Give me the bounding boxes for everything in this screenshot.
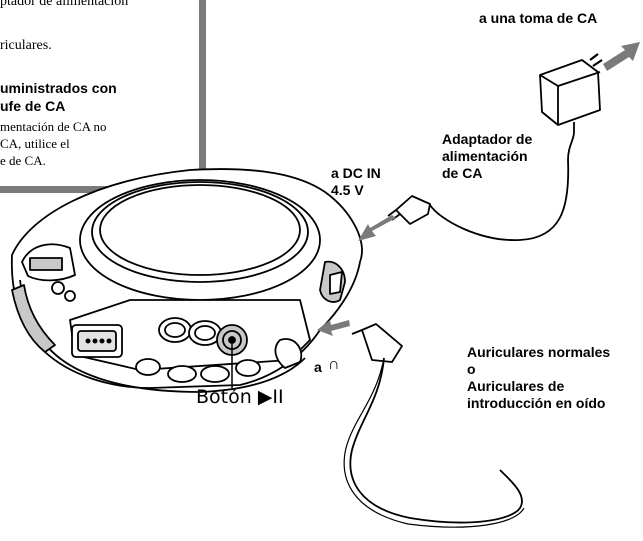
text-line-5: e de CA. [0,153,46,168]
text-line-1: ptador de alimentación [0,0,129,9]
text-heading-2: ufe de CA [0,98,66,114]
play-button-label: Botón ▶II [196,386,284,408]
dc-in-label-line-1: a DC IN [331,165,381,181]
headphones-label-line-3: Auriculares de [467,378,565,394]
headphones-label-line-1: Auriculares normales [467,344,611,360]
headphone-jack-label: a [314,359,322,375]
arrow-to-wall-outlet [603,42,640,71]
text-line-3: mentación de CA no [0,119,107,134]
wall-outlet-label: a una toma de CA [479,10,598,26]
ac-adapter [387,53,603,241]
arrow-to-dc-in [358,215,396,241]
instruction-text-box [0,0,206,193]
adapter-label-line-1: Adaptador de [442,131,533,147]
arrow-to-headphone-jack [317,320,350,336]
headphone-icon: ∩ [328,356,340,373]
dc-in-label-line-2: 4.5 V [331,182,364,198]
text-line-2: riculares. [0,38,52,53]
text-line-4: CA, utilice el [0,136,70,151]
adapter-label-line-3: de CA [442,165,483,181]
text-heading-1: uministrados con [0,80,117,96]
headphone-plug [343,323,525,528]
cd-player-device [10,168,363,393]
headphones-label-line-4: introducción en oído [467,395,606,411]
headphones-label-line-2: o [467,361,476,377]
adapter-label-line-2: alimentación [442,148,528,164]
